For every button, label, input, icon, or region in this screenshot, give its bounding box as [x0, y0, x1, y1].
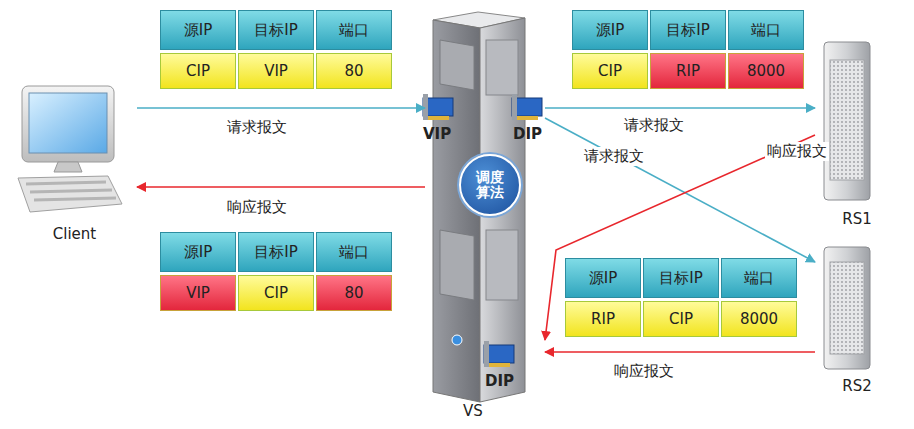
label-text: 源IP	[596, 21, 624, 40]
label-text: VIP	[186, 284, 210, 302]
rs2-node: RS2	[815, 243, 885, 395]
table-value-cell: CIP	[572, 53, 648, 89]
label-text: 目标IP	[659, 269, 702, 288]
circle-label: 调度算法	[475, 170, 504, 201]
table-value-cell: 80	[316, 275, 392, 311]
label-text: 目标IP	[254, 243, 297, 262]
label-text: 源IP	[184, 21, 212, 40]
label-text: 源IP	[589, 269, 617, 288]
request-arrow	[545, 118, 815, 262]
rs1-node: RS1	[815, 38, 885, 228]
table-value-cell: VIP	[238, 53, 314, 89]
label-text: 80	[344, 62, 363, 80]
table-header-cell: 源IP	[160, 10, 236, 50]
response-arrow	[545, 135, 815, 340]
request-arrow	[545, 107, 815, 109]
response-arrow	[545, 351, 815, 353]
client-computer	[18, 86, 122, 212]
edge-label: 请求报文	[582, 147, 646, 166]
label-text: CIP	[669, 310, 693, 328]
response-arrow	[137, 186, 425, 188]
table-value-cell: CIP	[160, 53, 236, 89]
label-text: 源IP	[184, 243, 212, 262]
rs1-server	[824, 42, 870, 200]
node-label: RS1	[829, 210, 885, 228]
node-label: RS2	[829, 377, 885, 395]
label-text: 端口	[751, 21, 781, 40]
table-header-cell: 端口	[316, 232, 392, 272]
table-value-cell: 80	[316, 53, 392, 89]
table-value-cell: 8000	[728, 53, 804, 89]
table-header-cell: 源IP	[565, 258, 641, 298]
table-value-cell: RIP	[565, 301, 641, 337]
label-text: RIP	[676, 62, 700, 80]
node-label: VS	[401, 402, 545, 420]
label-text: 80	[344, 284, 363, 302]
nic-label: DIP	[513, 125, 542, 143]
edge-label: 响应报文	[225, 198, 289, 217]
label-text: 8000	[740, 310, 778, 328]
label-text: CIP	[598, 62, 622, 80]
label-text: VIP	[423, 125, 451, 143]
edge-label: 请求报文	[225, 118, 289, 137]
rs2-server	[824, 247, 870, 369]
label-text: 端口	[744, 269, 774, 288]
label-text: CIP	[264, 284, 288, 302]
table-header-cell: 目标IP	[238, 10, 314, 50]
client-node: Client	[12, 85, 137, 243]
table-header-cell: 源IP	[572, 10, 648, 50]
edge-label: 响应报文	[765, 142, 829, 161]
node-label: Client	[12, 225, 137, 243]
label-text: DIP	[513, 125, 542, 143]
table-header-cell: 源IP	[160, 232, 236, 272]
vs-node: VS调度算法	[425, 8, 545, 420]
label-text: VIP	[264, 62, 288, 80]
request-arrow	[137, 107, 425, 109]
label-text: CIP	[186, 62, 210, 80]
table-value-cell: CIP	[238, 275, 314, 311]
label-text: 8000	[747, 62, 785, 80]
table-header-cell: 端口	[721, 258, 797, 298]
label-text: 端口	[339, 243, 369, 262]
table-value-cell: CIP	[643, 301, 719, 337]
label-text: DIP	[485, 372, 514, 390]
edge-label: 响应报文	[612, 362, 676, 381]
table-header-cell: 端口	[316, 10, 392, 50]
table-header-cell: 目标IP	[238, 232, 314, 272]
nic-label: VIP	[423, 125, 451, 143]
table-value-cell: VIP	[160, 275, 236, 311]
label-text: 目标IP	[254, 21, 297, 40]
label-text: 目标IP	[666, 21, 709, 40]
table-header-cell: 目标IP	[650, 10, 726, 50]
vs-server	[433, 12, 525, 402]
table-value-cell: RIP	[650, 53, 726, 89]
algorithm-circle: 调度算法	[459, 154, 521, 216]
table-header-cell: 目标IP	[643, 258, 719, 298]
table-value-cell: 8000	[721, 301, 797, 337]
table-header-cell: 端口	[728, 10, 804, 50]
network-card	[423, 94, 542, 367]
nic-label: DIP	[485, 372, 514, 390]
label-text: 端口	[339, 21, 369, 40]
label-text: RIP	[591, 310, 615, 328]
edge-label: 请求报文	[622, 116, 686, 135]
